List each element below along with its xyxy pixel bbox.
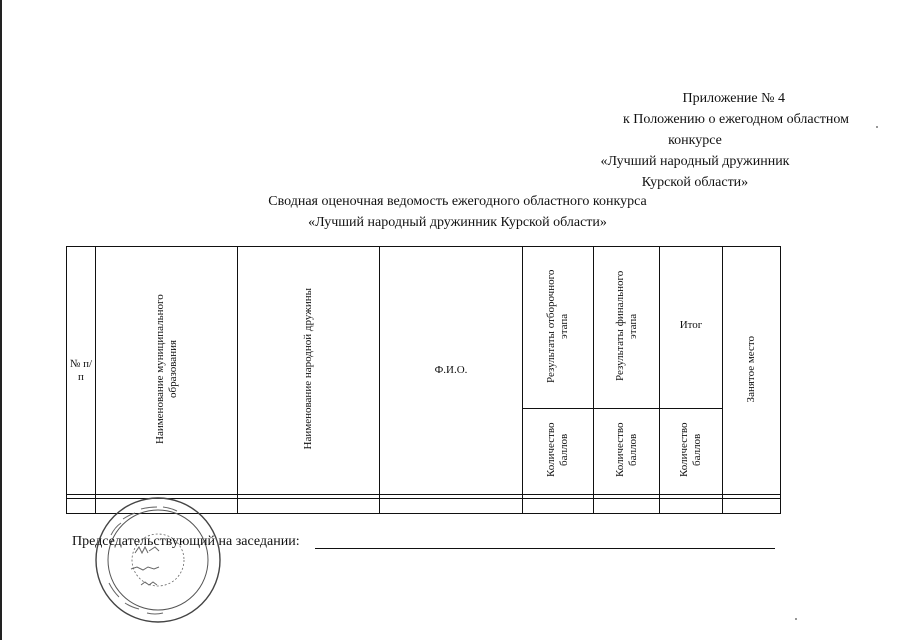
table-cell bbox=[659, 498, 723, 514]
sub-stage2-score-label: Количество баллов bbox=[613, 422, 639, 478]
scan-speck bbox=[795, 618, 797, 620]
header-num-label: № п/п bbox=[69, 357, 93, 383]
header-fio-label: Ф.И.О. bbox=[434, 364, 468, 376]
appendix-number: Приложение № 4 bbox=[682, 91, 786, 106]
header-total: Итог bbox=[659, 246, 723, 409]
header-druzhina-label: Наименование народной дружины bbox=[302, 288, 314, 450]
appendix-line-3: «Лучший народный дружинник bbox=[600, 154, 790, 169]
official-seal-stamp bbox=[95, 497, 221, 623]
document-title-line-2: «Лучший народный дружинник Курской облас… bbox=[308, 215, 607, 230]
header-municipality-label: Наименование муниципального образования bbox=[153, 294, 179, 444]
sub-stage1-score-label: Количество баллов bbox=[545, 422, 570, 478]
header-stage1-label: Результаты отборочного этапа bbox=[545, 269, 570, 383]
header-stage1: Результаты отборочного этапа bbox=[522, 246, 594, 409]
header-place: Занятое место bbox=[722, 246, 781, 495]
sub-total-score-label: Количество баллов bbox=[678, 422, 703, 478]
header-druzhina: Наименование народной дружины bbox=[237, 246, 380, 495]
chairperson-signature-label: Председательствующий на заседании: bbox=[72, 534, 300, 549]
document-title-line-1: Сводная оценочная ведомость ежегодного о… bbox=[268, 194, 647, 209]
header-fio: Ф.И.О. bbox=[379, 246, 523, 495]
table-cell bbox=[237, 498, 380, 514]
appendix-header: Приложение № 4 к Положению о ежегодном о… bbox=[545, 88, 849, 193]
scan-speck bbox=[876, 126, 878, 128]
header-place-label: Занятое место bbox=[745, 335, 757, 403]
header-municipality: Наименование муниципального образования bbox=[95, 246, 238, 495]
header-stage2-label: Результаты финального этапа bbox=[613, 270, 639, 382]
appendix-line-4: Курской области» bbox=[641, 175, 749, 190]
table-cell bbox=[66, 498, 96, 514]
appendix-line-2: конкурсе bbox=[668, 133, 722, 148]
header-num: № п/п bbox=[66, 246, 96, 495]
sub-stage1-score: Количество баллов bbox=[522, 408, 594, 495]
table-cell bbox=[722, 498, 781, 514]
appendix-line-1: к Положению о ежегодном областном bbox=[622, 112, 849, 127]
table-header-row: № п/п Наименование муниципального образо… bbox=[66, 246, 781, 495]
sub-total-score: Количество баллов bbox=[659, 408, 723, 495]
table-cell bbox=[379, 498, 523, 514]
document-title: Сводная оценочная ведомость ежегодного о… bbox=[0, 191, 905, 233]
table-cell bbox=[522, 498, 594, 514]
header-total-label: Итог bbox=[679, 319, 703, 331]
evaluation-table: № п/п Наименование муниципального образо… bbox=[66, 246, 781, 514]
header-stage2: Результаты финального этапа bbox=[593, 246, 660, 409]
table-cell bbox=[593, 498, 660, 514]
signature-line bbox=[315, 548, 775, 549]
sub-stage2-score: Количество баллов bbox=[593, 408, 660, 495]
page-left-edge bbox=[0, 0, 2, 640]
table-row bbox=[66, 498, 781, 514]
